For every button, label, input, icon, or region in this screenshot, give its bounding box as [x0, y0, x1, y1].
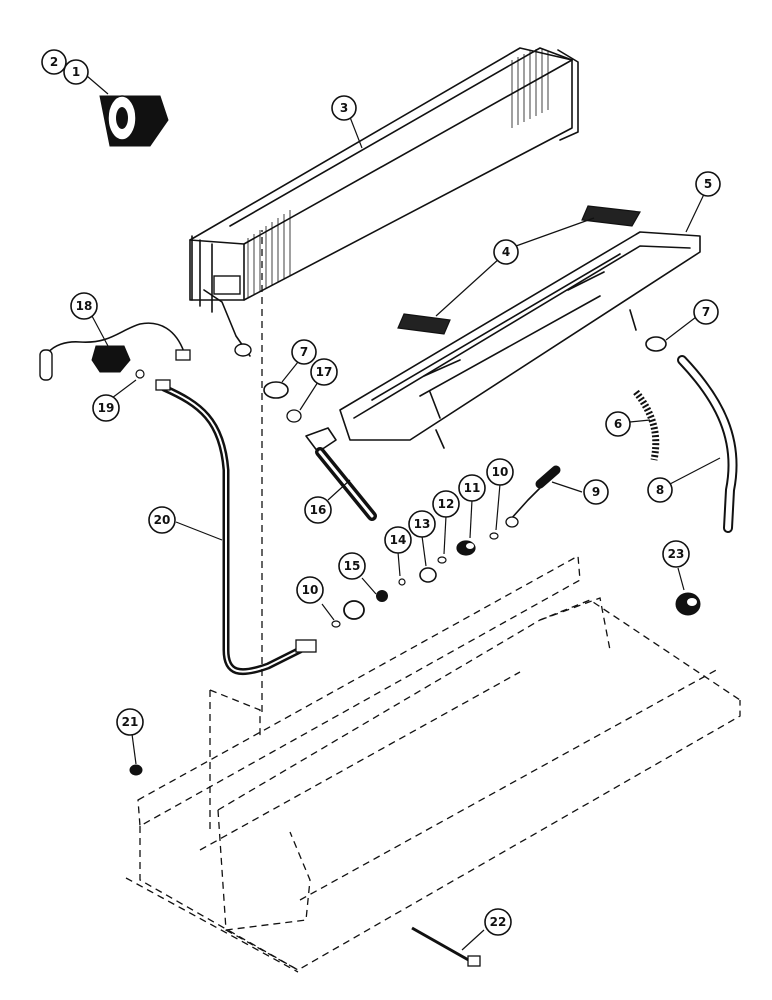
- bolt-22-part[interactable]: [411, 926, 481, 967]
- foam-seal-part-lower[interactable]: [397, 313, 451, 335]
- expansion-valve-part[interactable]: [39, 322, 191, 381]
- callout-label: 19: [98, 401, 115, 415]
- o-ring-10b-part[interactable]: [331, 620, 341, 628]
- callout-18: 18: [70, 292, 98, 320]
- elbow-fitting-9-part[interactable]: [505, 465, 561, 528]
- drain-tube-8-part[interactable]: [677, 355, 738, 533]
- callout-23: 23: [662, 540, 690, 568]
- o-ring-19-part[interactable]: [135, 369, 145, 379]
- callout-5: 5: [695, 171, 721, 197]
- callout-label: 14: [390, 533, 407, 547]
- callout-2: 2: [41, 49, 67, 75]
- evaporator-core-part[interactable]: [189, 47, 579, 357]
- callout-22: 22: [484, 908, 512, 936]
- callout-17: 17: [310, 358, 338, 386]
- callout-8: 8: [647, 477, 673, 503]
- callout-11: 11: [458, 474, 486, 502]
- callout-label: 10: [302, 583, 319, 597]
- callout-19: 19: [92, 394, 120, 422]
- callout-label: 17: [316, 365, 333, 379]
- nut-21-part[interactable]: [129, 764, 143, 776]
- core-fins-left: [247, 210, 291, 298]
- nut-13-part[interactable]: [419, 567, 437, 583]
- hose-clamp-7b-part[interactable]: [645, 336, 667, 352]
- grommet-23-part[interactable]: [675, 592, 701, 616]
- callout-label: 12: [438, 497, 455, 511]
- callout-label: 7: [702, 305, 710, 319]
- callout-label: 10: [492, 465, 509, 479]
- callout-3: 3: [331, 95, 357, 121]
- callout-label: 4: [502, 245, 510, 259]
- callout-label: 8: [656, 483, 664, 497]
- o-ring-14-part[interactable]: [398, 578, 406, 586]
- housing-outline: [125, 230, 741, 973]
- callout-label: 3: [340, 101, 348, 115]
- callout-12: 12: [432, 490, 460, 518]
- callout-label: 15: [344, 559, 361, 573]
- callout-21: 21: [116, 708, 144, 736]
- callout-15: 15: [338, 552, 366, 580]
- callout-label: 13: [414, 517, 431, 531]
- callout-9: 9: [583, 479, 609, 505]
- fitting-15-part[interactable]: [343, 590, 388, 620]
- callout-label: 7: [300, 345, 308, 359]
- callout-1: 1: [63, 59, 89, 85]
- hose-clamp-7a-part[interactable]: [263, 381, 289, 399]
- callout-13: 13: [408, 510, 436, 538]
- callout-16: 16: [304, 496, 332, 524]
- callout-label: 2: [50, 55, 58, 69]
- callout-7b: 7: [693, 299, 719, 325]
- callout-4: 4: [493, 239, 519, 265]
- core-fins-right: [511, 49, 549, 128]
- callout-label: 11: [464, 481, 481, 495]
- leader-lines: [79, 69, 721, 951]
- hose-part[interactable]: [155, 379, 317, 676]
- callout-14: 14: [384, 526, 412, 554]
- callout-7a: 7: [291, 339, 317, 365]
- callout-label: 22: [490, 915, 507, 929]
- drain-pan-part[interactable]: [339, 231, 701, 449]
- callout-label: 16: [310, 503, 327, 517]
- tape-roll-part[interactable]: [99, 95, 169, 147]
- foam-seal-part-upper[interactable]: [581, 205, 641, 227]
- callout-20: 20: [148, 506, 176, 534]
- washer-12-part[interactable]: [437, 556, 447, 564]
- seal-17-part[interactable]: [286, 409, 302, 423]
- callout-label: 6: [614, 417, 622, 431]
- callout-label: 20: [154, 513, 171, 527]
- callout-label: 5: [704, 177, 712, 191]
- drain-hose-6-part[interactable]: [633, 389, 660, 461]
- callout-label: 18: [76, 299, 93, 313]
- callout-label: 21: [122, 715, 139, 729]
- callout-label: 23: [668, 547, 685, 561]
- callout-10b: 10: [296, 576, 324, 604]
- callout-label: 1: [72, 65, 80, 79]
- callout-label: 9: [592, 485, 600, 499]
- fitting-11-part[interactable]: [456, 540, 476, 556]
- callout-6: 6: [605, 411, 631, 437]
- callout-10a: 10: [486, 458, 514, 486]
- o-ring-10a-part[interactable]: [489, 532, 499, 540]
